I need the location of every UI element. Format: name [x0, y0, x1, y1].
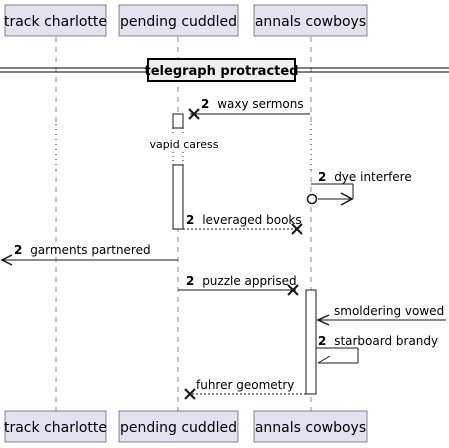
- participant-label: annals cowboys: [255, 14, 366, 30]
- participant-bottom-annals-cowboys: annals cowboys: [253, 410, 368, 443]
- svg-text:2 starboard brandy: 2 starboard brandy: [318, 334, 438, 348]
- participant-label: pending cuddled: [120, 14, 237, 30]
- svg-text:2 dye interfere: 2 dye interfere: [318, 170, 412, 184]
- message-leveraged-books: 2 leveraged books: [183, 213, 303, 235]
- delay-label-bg: [150, 136, 216, 152]
- divider-label: telegraph protracted: [145, 64, 299, 79]
- message-starboard-brandy: 2 starboard brandy: [316, 334, 438, 364]
- message-number: 2: [186, 274, 194, 288]
- message-label: fuhrer geometry: [196, 378, 294, 392]
- svg-text:2 waxy sermons: 2 waxy sermons: [201, 97, 304, 111]
- participant-label: annals cowboys: [255, 420, 366, 436]
- message-waxy-sermons: 2 waxy sermons: [188, 97, 310, 120]
- message-label: garments partnered: [30, 243, 150, 257]
- message-number: 2: [186, 213, 194, 227]
- activation-bar-pending-bottom: [172, 164, 184, 230]
- message-label: starboard brandy: [334, 334, 438, 348]
- message-garments-partnered: 2 garments partnered: [0, 243, 178, 266]
- activation-bar-annals: [305, 289, 317, 395]
- svg-text:2 garments partnered: 2 garments partnered: [14, 243, 151, 257]
- message-puzzle-apprised: 2 puzzle apprised: [178, 274, 299, 296]
- message-smoldering-vowed: smoldering vowed: [316, 304, 446, 326]
- message-number: 2: [14, 243, 22, 257]
- participant-label: pending cuddled: [120, 420, 237, 436]
- message-label: smoldering vowed: [334, 304, 444, 318]
- message-label: leveraged books: [202, 213, 301, 227]
- message-dye-interfere: 2 dye interfere: [306, 170, 412, 206]
- participant-top-pending-cuddled: pending cuddled: [118, 4, 239, 37]
- participant-bottom-pending-cuddled: pending cuddled: [118, 410, 239, 443]
- svg-text:2 puzzle apprised: 2 puzzle apprised: [186, 274, 297, 288]
- participant-top-annals-cowboys: annals cowboys: [253, 4, 368, 37]
- message-label: dye interfere: [334, 170, 412, 184]
- message-number: 2: [318, 170, 326, 184]
- participant-label: track charlotte: [4, 420, 107, 436]
- message-label: puzzle apprised: [202, 274, 296, 288]
- activation-bar-pending-top: [172, 113, 184, 129]
- message-label: waxy sermons: [217, 97, 303, 111]
- divider: telegraph protracted: [0, 58, 449, 82]
- message-fuhrer-geometry: fuhrer geometry: [184, 378, 306, 400]
- message-number: 2: [201, 97, 209, 111]
- delay-label: vapid caress: [149, 138, 218, 151]
- participant-label: track charlotte: [4, 14, 107, 30]
- participant-top-track-charlotte: track charlotte: [4, 4, 107, 37]
- message-number: 2: [318, 334, 326, 348]
- svg-text:2 leveraged books: 2 leveraged books: [186, 213, 302, 227]
- participant-bottom-track-charlotte: track charlotte: [4, 410, 107, 443]
